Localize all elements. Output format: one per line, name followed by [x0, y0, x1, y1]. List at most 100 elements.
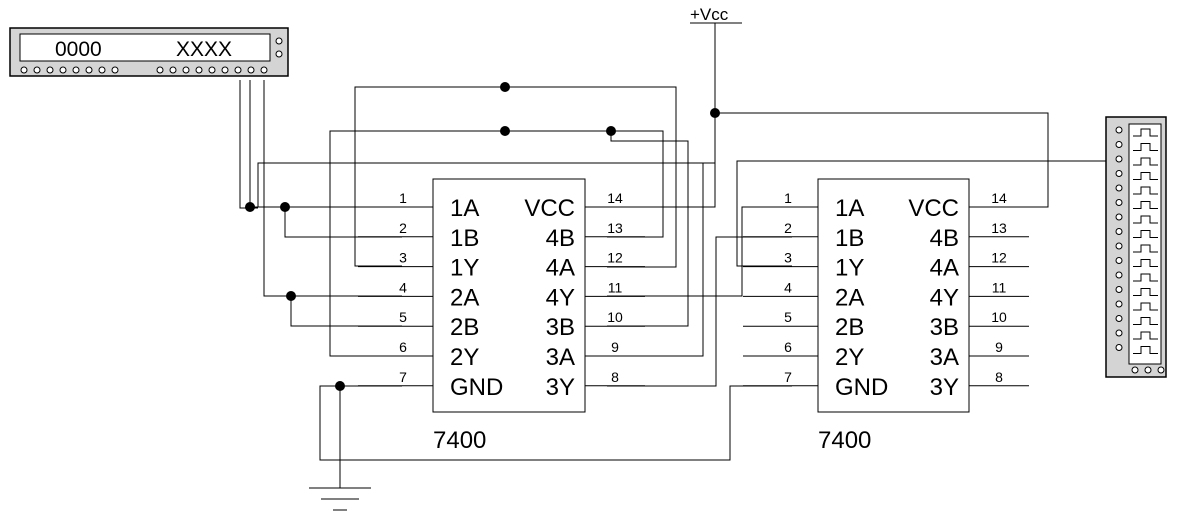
pin-number: 13 — [991, 220, 1007, 236]
waveform-trace — [1133, 128, 1158, 137]
terminal-pin[interactable] — [1115, 199, 1123, 206]
word-generator-left-value: 0000 — [55, 38, 102, 61]
junction-dot — [606, 126, 616, 136]
pin-number: 9 — [995, 339, 1003, 355]
pin-number: 2 — [784, 220, 792, 236]
terminal-pin[interactable] — [59, 66, 67, 74]
terminal-pin[interactable] — [98, 66, 106, 74]
terminal-pin[interactable] — [1115, 271, 1123, 279]
wire — [329, 130, 664, 357]
word-generator[interactable]: 0000 XXXX — [9, 27, 289, 77]
waveform-trace — [1133, 186, 1158, 195]
pin-number: 12 — [991, 250, 1007, 266]
wire — [715, 112, 1049, 208]
junction-dot — [286, 291, 296, 301]
wire — [290, 296, 402, 327]
waveform-trace — [1133, 273, 1158, 282]
junction-dot — [500, 126, 510, 136]
terminal-pin[interactable] — [1115, 257, 1123, 264]
terminal-pin[interactable] — [260, 66, 268, 74]
pin-number: 13 — [607, 220, 623, 236]
terminal-pin[interactable] — [46, 66, 54, 74]
pin-number: 14 — [991, 190, 1007, 206]
terminal-pin[interactable] — [1115, 286, 1123, 293]
terminal-pin[interactable] — [275, 37, 283, 45]
pin-number: 2 — [399, 220, 407, 236]
terminal-pin[interactable] — [275, 50, 283, 58]
waveform-trace — [1133, 346, 1158, 354]
terminal-pin[interactable] — [1115, 329, 1123, 337]
terminal-pin[interactable] — [247, 66, 255, 74]
pin-number: 5 — [399, 309, 407, 325]
terminal-pin[interactable] — [182, 66, 190, 74]
terminal-pin[interactable] — [1115, 315, 1123, 322]
pin-label: 3B — [546, 314, 575, 341]
word-generator-right-value: XXXX — [176, 38, 232, 61]
terminal-pin[interactable] — [1157, 366, 1165, 374]
logic-analyzer-pins — [1115, 126, 1165, 374]
terminal-pin[interactable] — [1115, 184, 1123, 192]
waveform-trace — [1133, 215, 1158, 224]
junction-dot — [500, 82, 510, 92]
terminal-pin[interactable] — [1115, 126, 1123, 134]
pin-label: 4B — [930, 225, 959, 252]
terminal-pin[interactable] — [221, 66, 229, 74]
pin-number: 9 — [611, 339, 619, 355]
terminal-pin[interactable] — [195, 66, 203, 74]
terminal-pin[interactable] — [33, 66, 41, 74]
pin-label: 2A — [835, 284, 864, 311]
waveform-trace — [1133, 302, 1158, 311]
pin-number: 7 — [784, 369, 792, 385]
pin-label: 2A — [450, 284, 479, 311]
pin-label: 2B — [450, 314, 479, 341]
terminal-pin[interactable] — [1115, 228, 1123, 235]
chip-2-body — [817, 178, 970, 413]
pin-label: 4Y — [930, 284, 959, 311]
terminal-pin[interactable] — [156, 66, 164, 74]
terminal-pin[interactable] — [169, 66, 177, 74]
pin-number: 10 — [991, 309, 1007, 325]
pin-label: VCC — [524, 195, 575, 222]
terminal-pin[interactable] — [1131, 366, 1139, 374]
pin-label: 4A — [930, 255, 959, 282]
pin-number: 3 — [399, 250, 407, 266]
chip-1-body — [432, 178, 586, 413]
pin-label: 4Y — [546, 284, 575, 311]
pin-number: 11 — [608, 279, 623, 295]
pin-label: 3A — [546, 344, 575, 371]
terminal-pin[interactable] — [1115, 155, 1123, 163]
terminal-pin[interactable] — [1115, 141, 1123, 148]
waveform-trace — [1133, 317, 1158, 325]
wire — [284, 207, 402, 238]
terminal-pin[interactable] — [1115, 170, 1123, 177]
pin-label: VCC — [908, 195, 959, 222]
terminal-pin[interactable] — [1115, 242, 1123, 250]
pin-label: 2Y — [450, 344, 479, 371]
junction-dot — [245, 202, 255, 212]
waveform-trace — [1133, 331, 1158, 340]
terminal-pin[interactable] — [1115, 213, 1123, 221]
wire — [239, 80, 258, 209]
waveform-trace — [1133, 230, 1158, 238]
wires — [239, 23, 1106, 488]
pin-label: 4A — [546, 255, 575, 282]
pin-label: 3B — [930, 314, 959, 341]
pin-label: 1Y — [835, 255, 864, 282]
terminal-pin[interactable] — [20, 66, 28, 74]
terminal-pin[interactable] — [1115, 344, 1123, 351]
pin-label: 3A — [930, 344, 959, 371]
terminal-pin[interactable] — [72, 66, 80, 74]
terminal-pin[interactable] — [208, 66, 216, 74]
logic-analyzer[interactable] — [1105, 116, 1167, 378]
pin-label: 3Y — [930, 374, 959, 401]
pin-number: 3 — [784, 250, 792, 266]
wire — [607, 163, 704, 357]
terminal-pin[interactable] — [1115, 300, 1123, 308]
terminal-pin[interactable] — [85, 66, 93, 74]
terminal-pin[interactable] — [1144, 366, 1152, 374]
terminal-pin[interactable] — [234, 66, 242, 74]
terminal-pin[interactable] — [111, 66, 119, 74]
